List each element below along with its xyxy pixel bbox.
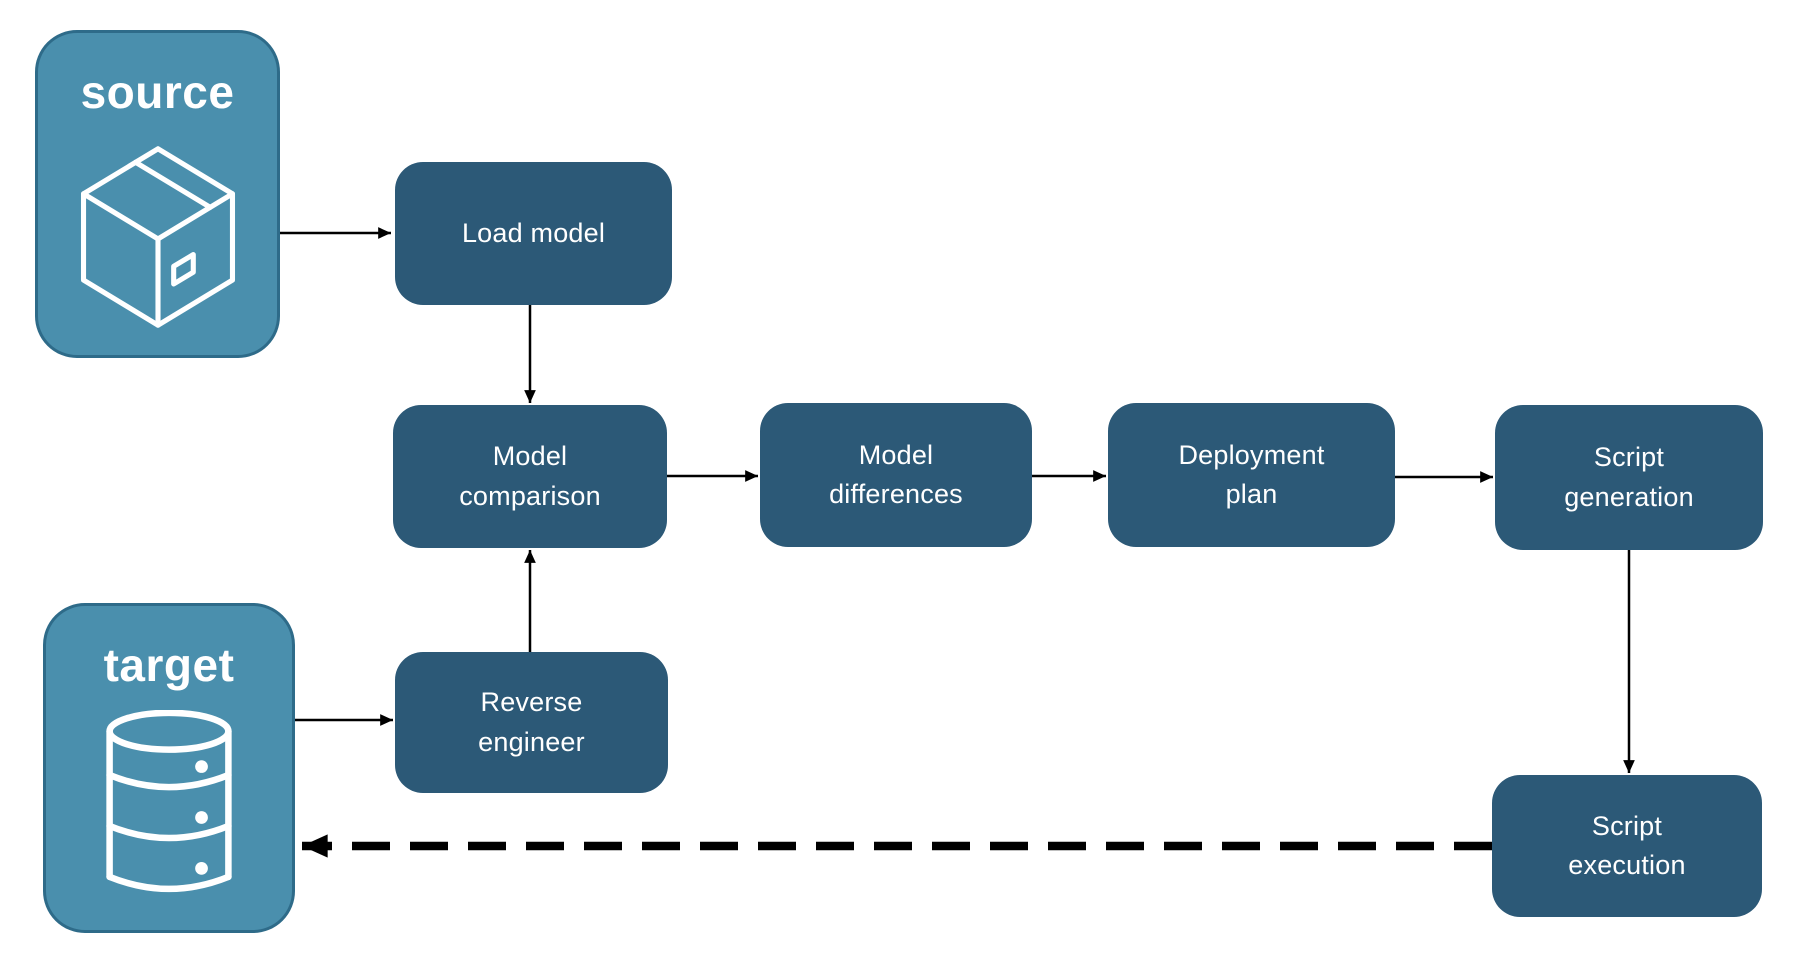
- source-entity: source: [35, 30, 280, 358]
- node-load-model-label: Load model: [461, 217, 606, 248]
- node-deployment-plan: Deployment plan: [1108, 403, 1395, 547]
- package-box-icon: [80, 146, 235, 328]
- node-script-generation-label: Script generation: [1564, 442, 1694, 512]
- node-load-model: Load model: [395, 162, 672, 305]
- node-script-generation: Script generation: [1495, 405, 1763, 550]
- node-reverse-engineer: Reverse engineer: [395, 652, 668, 793]
- node-model-comparison: Model comparison: [393, 405, 667, 548]
- node-model-differences: Model differences: [760, 403, 1032, 547]
- node-reverse-engineer-label: Reverse engineer: [478, 687, 585, 757]
- target-label: target: [103, 639, 235, 691]
- source-label: source: [80, 66, 235, 118]
- database-icon: [106, 710, 232, 893]
- node-model-differences-label: Model differences: [829, 439, 963, 509]
- node-script-execution: Script execution: [1492, 775, 1762, 917]
- node-deployment-plan-label: Deployment plan: [1178, 439, 1325, 509]
- node-script-execution-label: Script execution: [1568, 810, 1686, 880]
- node-model-comparison-label: Model comparison: [459, 441, 601, 511]
- target-entity: target: [43, 603, 295, 933]
